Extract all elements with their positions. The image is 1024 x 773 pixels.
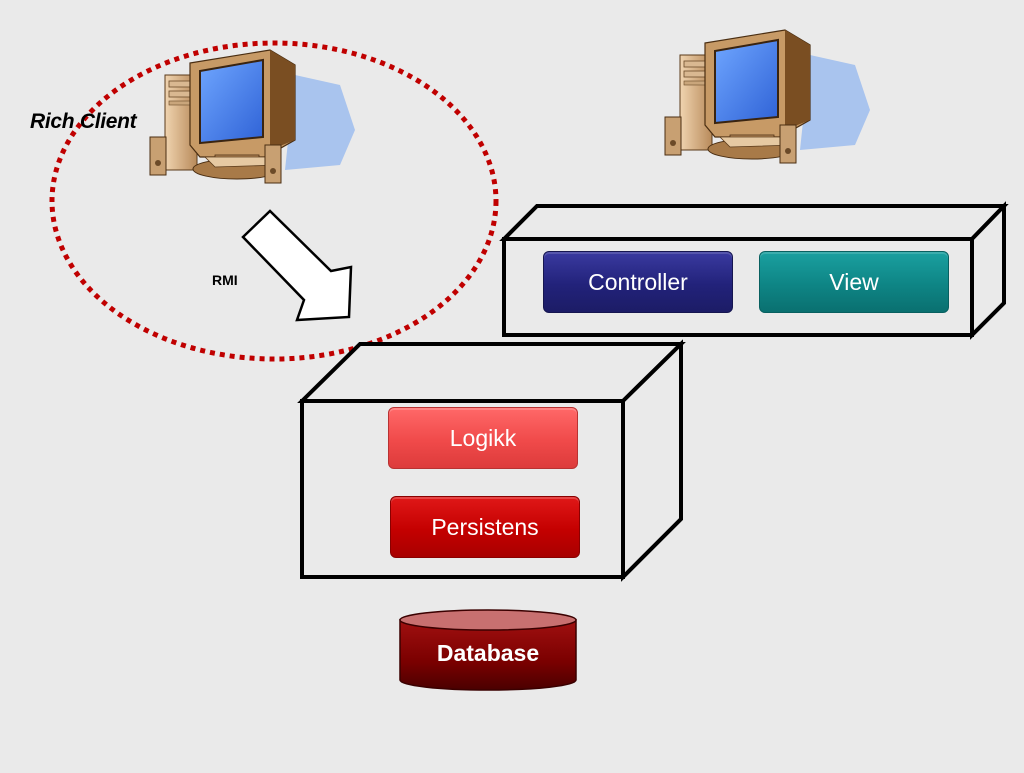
rich-client-label: Rich Client xyxy=(30,110,137,133)
view-label: View xyxy=(829,268,879,295)
controller-label: Controller xyxy=(588,268,688,295)
server-computer-icon xyxy=(664,29,871,164)
database-icon xyxy=(399,609,577,691)
logikk-box: Logikk xyxy=(388,407,578,469)
rich-client-boundary xyxy=(49,40,499,362)
controller-box: Controller xyxy=(543,251,733,313)
rmi-label: RMI xyxy=(212,272,238,288)
persistens-box: Persistens xyxy=(390,496,580,558)
database-label: Database xyxy=(436,640,540,666)
view-box: View xyxy=(759,251,949,313)
rmi-arrow-icon xyxy=(241,209,353,322)
logikk-label: Logikk xyxy=(449,424,517,451)
client-computer-icon xyxy=(149,49,356,184)
persistens-label: Persistens xyxy=(431,513,539,540)
